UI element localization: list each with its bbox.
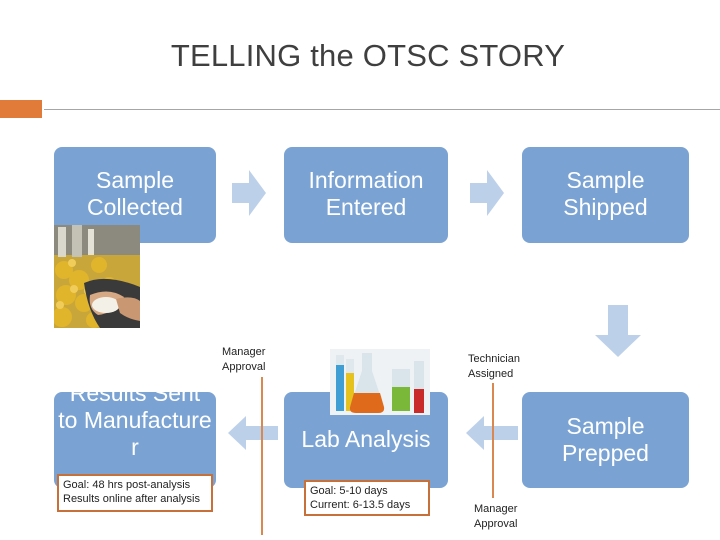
title-divider <box>44 109 720 110</box>
sample-collection-photo <box>54 225 140 328</box>
manager-approval-bottom-note: Manager Approval <box>474 503 518 530</box>
step-label: Sample Shipped <box>563 167 648 221</box>
accent-bar <box>0 100 42 118</box>
connector-line-left <box>261 377 263 535</box>
goal-text: Goal: 48 hrs post-analysis Results onlin… <box>63 479 200 506</box>
arrow-right-icon <box>232 170 266 216</box>
step-label: Lab Analysis <box>301 426 431 453</box>
step-sample-shipped: Sample Shipped <box>522 147 689 243</box>
results-goal-note: Goal: 48 hrs post-analysis Results onlin… <box>57 474 213 512</box>
arrow-left-icon <box>228 416 278 450</box>
manager-approval-top-note: Manager Approval <box>222 346 266 373</box>
step-label: Results Sent to Manufacture r <box>58 392 212 461</box>
step-information-entered: Information Entered <box>284 147 448 243</box>
goal-text: Goal: 5-10 days Current: 6-13.5 days <box>310 485 411 512</box>
lab-goal-note: Goal: 5-10 days Current: 6-13.5 days <box>304 480 430 516</box>
step-label: Sample Collected <box>87 167 183 221</box>
lab-glassware-photo <box>330 349 430 415</box>
connector-line-right <box>492 383 494 498</box>
step-results-sent: Results Sent to Manufacture r <box>54 392 216 488</box>
step-sample-prepped: Sample Prepped <box>522 392 689 488</box>
step-label: Information Entered <box>308 167 424 221</box>
arrow-down-icon <box>595 305 641 357</box>
step-label: Sample Prepped <box>562 412 649 466</box>
technician-assigned-note: Technician Assigned <box>468 353 520 380</box>
arrow-right-icon <box>470 170 504 216</box>
slide-title: TELLING the OTSC STORY <box>170 38 566 73</box>
